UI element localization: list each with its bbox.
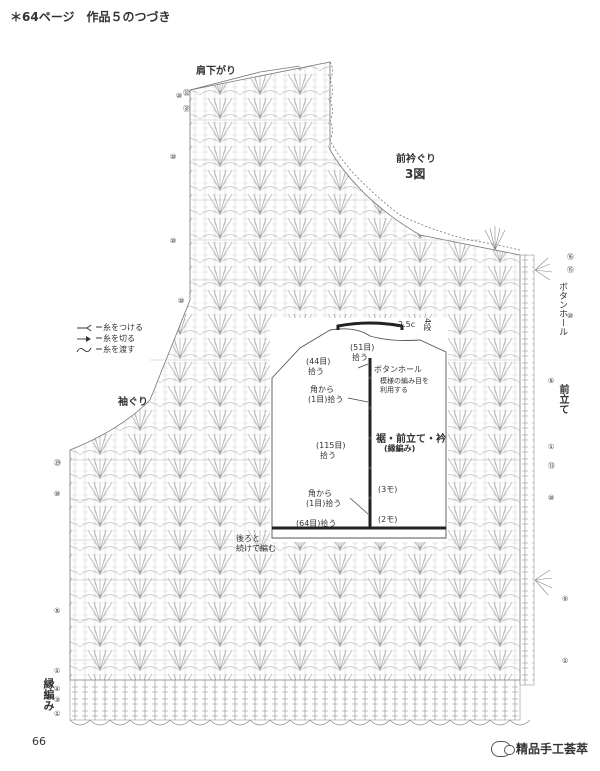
pass-yarn-icon bbox=[76, 346, 92, 354]
cut-yarn-icon bbox=[76, 335, 92, 343]
motif-2: (2モ) bbox=[378, 515, 398, 524]
row-marker: ⑩ bbox=[176, 92, 183, 100]
page-header: ＊64ページ 作品５のつづき bbox=[10, 10, 171, 24]
continue-2: 続けて編む bbox=[236, 544, 276, 553]
top-rows: 4段 bbox=[423, 318, 432, 332]
legend-pass: ＝糸を渡す bbox=[76, 344, 143, 355]
legend: ＝糸をつける ＝糸を切る ＝糸を渡す bbox=[76, 322, 143, 355]
corner-1: 角から bbox=[310, 385, 334, 394]
row-marker: ⑤ bbox=[548, 377, 555, 385]
armhole-label: 袖ぐり bbox=[118, 397, 148, 408]
corner-2-b: (1目)拾う bbox=[306, 499, 342, 508]
pick-51: (51目) bbox=[350, 343, 375, 352]
wechat-icon bbox=[490, 740, 515, 757]
buttonhole-label: ボタンホール bbox=[374, 365, 422, 374]
front-band-label: 前立て bbox=[557, 384, 568, 414]
shoulder-label: 肩下がり bbox=[196, 66, 236, 77]
row-marker: ⑤ bbox=[54, 607, 61, 615]
row-marker: ① bbox=[548, 443, 555, 451]
buttonhole-note-2: 利用する bbox=[380, 386, 408, 394]
corner-2: 角から bbox=[308, 489, 332, 498]
corner-1-b: (1目)拾う bbox=[308, 395, 344, 404]
row-marker: ① bbox=[54, 710, 61, 718]
row-marker: ㉛ bbox=[183, 105, 190, 113]
row-marker: ⑬ bbox=[548, 462, 555, 470]
row-marker: ⑯ bbox=[567, 253, 574, 261]
row-marker: ⑤ bbox=[562, 595, 569, 603]
edging-label: 縁編み bbox=[42, 678, 55, 711]
watermark: 精品手工荟萃 bbox=[490, 740, 588, 757]
pick-115-b: 拾う bbox=[320, 451, 336, 460]
row-marker: ① bbox=[562, 657, 569, 665]
continue-1: 後ろと bbox=[236, 534, 260, 543]
pick-44: (44目) bbox=[306, 357, 331, 366]
motif-3: (3モ) bbox=[378, 485, 398, 494]
schematic-inset: 2.5c 4段 (51目) 拾う (44目) 拾う ボタンホール 模様の編み目を… bbox=[270, 318, 448, 542]
row-marker: ⑮ bbox=[567, 266, 574, 274]
row-marker: ⑩ bbox=[170, 153, 177, 161]
row-marker: ③ bbox=[54, 696, 61, 704]
pick-51-b: 拾う bbox=[352, 353, 368, 362]
schematic-outline bbox=[271, 321, 447, 539]
row-marker: ⑩ bbox=[567, 312, 574, 320]
pick-115: (115目) bbox=[316, 441, 346, 450]
neckline-label: 前衿ぐり bbox=[396, 154, 436, 165]
buttonhole-vertical-label: ボタンホール bbox=[557, 282, 567, 336]
row-marker: ⑩ bbox=[170, 237, 177, 245]
row-marker: ㉜ bbox=[183, 89, 190, 97]
row-marker: ⑩ bbox=[178, 297, 185, 305]
neckline-figure-label: 3図 bbox=[405, 167, 426, 181]
pick-64: (64目)拾う bbox=[296, 519, 337, 528]
row-marker: ④ bbox=[54, 685, 61, 693]
row-marker: ⑩ bbox=[54, 490, 61, 498]
page-number: 66 bbox=[32, 735, 46, 748]
top-width: 2.5c bbox=[398, 320, 416, 329]
pick-44-b: 拾う bbox=[308, 367, 324, 376]
inset-title: 裾・前立て・衿 bbox=[376, 434, 446, 445]
row-marker: ⑩ bbox=[548, 494, 555, 502]
row-marker: ① bbox=[54, 667, 61, 675]
legend-cut: ＝糸を切る bbox=[76, 333, 143, 344]
legend-attach: ＝糸をつける bbox=[76, 322, 143, 333]
inset-subtitle: (縁編み) bbox=[384, 444, 416, 453]
attach-yarn-icon bbox=[76, 324, 92, 332]
buttonhole-note-1: 模様の編み目を bbox=[380, 377, 429, 385]
row-marker: ㉙ bbox=[54, 459, 61, 467]
